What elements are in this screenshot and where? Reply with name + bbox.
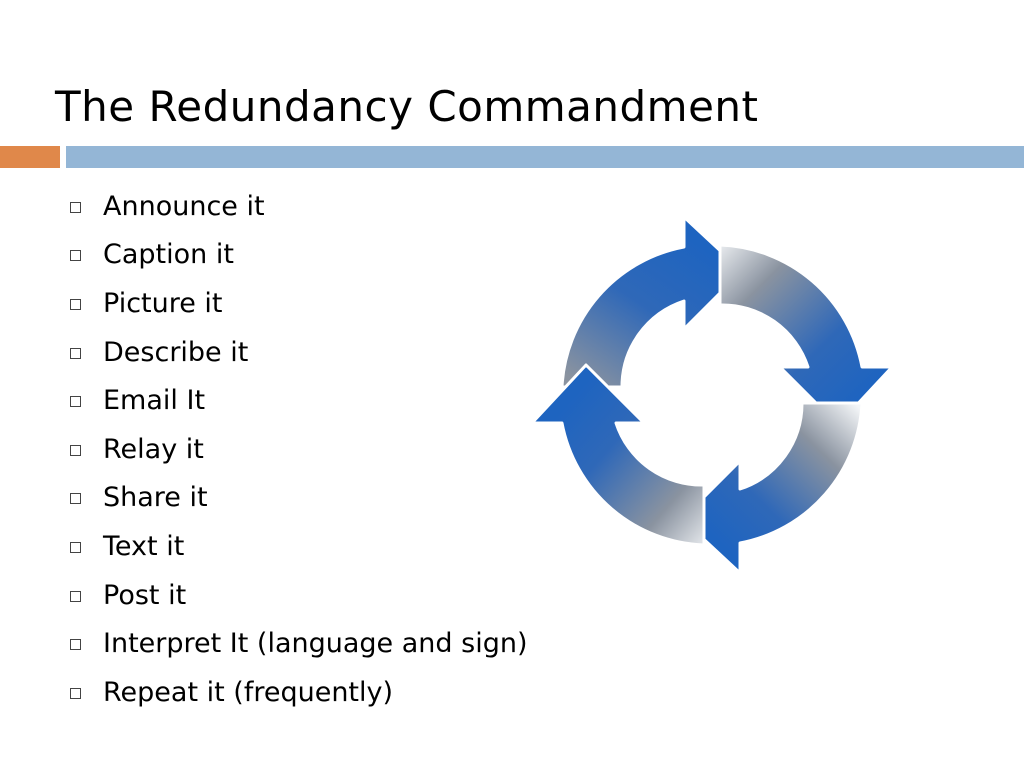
title-accent-bar-blue	[66, 146, 1024, 168]
list-item: Email It	[70, 376, 528, 425]
square-bullet-icon	[70, 250, 81, 262]
square-bullet-icon	[70, 687, 81, 699]
square-bullet-icon	[70, 347, 81, 359]
square-bullet-icon	[70, 493, 81, 505]
slide-title: The Redundancy Commandment	[55, 82, 759, 131]
square-bullet-icon	[70, 298, 81, 310]
list-item: Text it	[70, 522, 528, 571]
title-accent-bar-orange	[0, 146, 60, 168]
square-bullet-icon	[70, 444, 81, 456]
list-item: Repeat it (frequently)	[70, 668, 528, 717]
circular-cycle-arrows-icon	[530, 215, 894, 575]
list-item: Caption it	[70, 231, 528, 280]
list-item: Interpret It (language and sign)	[70, 619, 528, 668]
list-item: Share it	[70, 474, 528, 523]
square-bullet-icon	[70, 201, 81, 213]
list-item: Describe it	[70, 328, 528, 377]
square-bullet-icon	[70, 396, 81, 408]
square-bullet-icon	[70, 590, 81, 602]
bullet-list: Announce it Caption it Picture it Descri…	[70, 182, 528, 717]
list-item: Announce it	[70, 182, 528, 231]
list-item: Picture it	[70, 279, 528, 328]
square-bullet-icon	[70, 541, 81, 553]
square-bullet-icon	[70, 639, 81, 651]
list-item: Post it	[70, 571, 528, 620]
list-item: Relay it	[70, 425, 528, 474]
